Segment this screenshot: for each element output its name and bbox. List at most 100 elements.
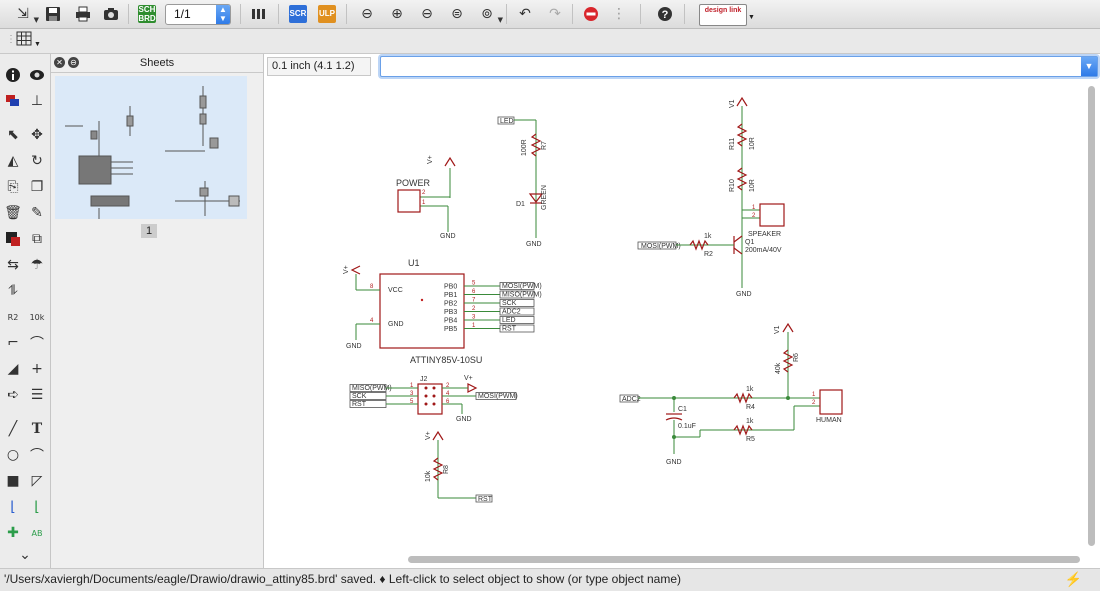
undo-icon[interactable]: ↶ [519,6,531,22]
open-icon[interactable]: ⇲▼ [17,6,39,24]
redo-icon[interactable]: ↷ [549,6,561,22]
led-net-label: LED [500,118,514,125]
human-touch-circuit[interactable]: V1 40k R6 ADC2 1k R4 C1 0.1uF 1k R [619,322,843,466]
u1-vplus: V+ [343,265,350,274]
junction-icon[interactable]: ✚ [7,525,19,541]
r6-value: 40k [775,362,782,374]
zoom-fit-icon[interactable]: ⊖ [361,6,373,22]
swap-icon[interactable]: ⇆ [7,257,19,273]
go-icon[interactable]: ⋮ [612,6,626,22]
arc-icon[interactable]: ⌒ [30,448,44,464]
led-circuit[interactable]: LED 100R R7 D1 GREEN GND [497,116,548,248]
sheet-select[interactable]: 1/1 ▲▼ [165,4,231,25]
dimension-icon[interactable]: ⌊ [10,499,16,515]
command-input[interactable] [381,57,1077,76]
wrench-icon[interactable]: ✎ [31,205,43,221]
info-icon[interactable] [2,64,24,86]
zoom-redraw-icon[interactable]: ⊜ [451,6,463,22]
sheet-number[interactable]: 1 [141,224,157,238]
power-vplus-label: V+ [427,155,434,164]
add-part-icon[interactable] [2,228,24,250]
net-icon[interactable]: + [31,361,43,377]
rect-icon[interactable]: ■ [6,473,20,489]
attribute-icon[interactable]: AB [31,528,43,538]
d1-name: D1 [516,201,525,208]
command-history-dropdown-icon[interactable]: ▼ [1081,57,1097,76]
polygon-draw-icon[interactable]: ◸ [31,473,43,489]
zoom-in-icon[interactable]: ⊕ [391,6,403,22]
status-bar: '/Users/xaviergh/Documents/eagle/Drawio/… [0,568,1100,591]
u1-pin-name: PB4 [444,318,457,325]
replace-icon[interactable]: ⧉ [32,231,42,247]
cam-icon[interactable] [100,3,122,25]
display-layers-icon[interactable] [248,3,270,25]
reset-pullup[interactable]: V+ 10k R8 RST [425,430,493,503]
more-tools-icon[interactable]: ⌄ [19,547,31,563]
svg-text:?: ? [662,9,669,21]
horizontal-scrollbar[interactable] [264,556,1100,564]
show-eye-icon[interactable] [26,64,48,86]
print-icon[interactable] [72,3,94,25]
save-icon[interactable] [42,3,64,25]
attiny85-ic[interactable]: U1 ATTINY85V-10SU V+ GND 8 VCC 4 GND PB0… [343,258,542,365]
spk-gnd-label: GND [736,291,752,298]
u1-pin-gnd-num: 4 [370,318,374,324]
grid-dropdown-icon[interactable]: ▼ [34,41,41,48]
grid-icon[interactable] [16,31,34,50]
text-icon[interactable]: T [31,421,43,437]
rotate-icon[interactable]: ↻ [31,153,43,169]
speaker-circuit[interactable]: V1 R11 10R R10 10R 1 2 SPEAKER Q1 200mA/… [637,96,785,298]
schematic-canvas[interactable]: .w{stroke:#3a8a3a;stroke-width:1;fill:no… [264,78,1084,554]
layer-display-icon[interactable] [2,90,24,112]
main-toolbar: ⇲▼ SCH BRD 1/1 ▲▼ SCR ULP ⊖ ⊕ ⊖ ⊜ ⊚▼ ↶ ↷… [0,0,1100,29]
design-link-icon[interactable]: design link [699,4,747,26]
design-link-dropdown-icon[interactable]: ▼ [748,14,755,21]
close-panel-icon[interactable]: ✕ [54,57,65,68]
zoom-area-icon[interactable]: ⊚▼ [481,6,503,24]
isp-net-label: MISO(PWM) [352,385,392,392]
help-icon[interactable]: ? [654,3,676,25]
name-icon[interactable]: R2 [7,312,19,322]
copy-icon[interactable]: ⎘ [7,179,19,195]
command-line: ▼ [380,56,1098,77]
split-icon[interactable]: ⥮ [7,283,19,299]
circle-icon[interactable]: ○ [6,447,20,463]
sheet-stepper-icon[interactable]: ▲▼ [216,5,230,24]
smash-icon[interactable]: ☂ [30,257,44,273]
isp-net-label: RST [352,401,367,408]
ulp-icon[interactable]: ULP [318,5,336,23]
sch-brd-switch-icon[interactable]: SCH BRD [138,5,156,23]
mirror-icon[interactable]: ◭ [7,153,19,169]
status-lightning-icon: ⚡ [1064,571,1082,587]
vertical-scrollbar[interactable] [1088,82,1095,554]
undock-panel-icon[interactable]: ⊖ [68,57,79,68]
toolbar-separator [684,4,685,24]
line-icon[interactable]: ╱ [8,421,18,437]
script-icon[interactable]: SCR [289,5,307,23]
bus-icon[interactable]: ➪ [7,387,19,403]
isp-pin-number: 1 [410,383,414,389]
label-icon[interactable]: ☰ [30,387,44,403]
sheet-thumbnail[interactable] [55,76,247,219]
toolbar-separator [240,4,241,24]
polygon-icon[interactable]: ◢ [7,361,19,377]
value-icon[interactable]: 10k [29,312,45,322]
zoom-out-icon[interactable]: ⊖ [421,6,433,22]
r11-name: R11 [729,138,736,150]
u1-net-label: LED [502,317,516,324]
sheets-header: ✕ ⊖ Sheets [51,54,263,73]
net-draw-icon[interactable]: ⌊ [34,499,40,515]
mark-icon[interactable]: ⊥ [30,93,44,109]
delete-icon[interactable]: 🗑 [4,205,22,221]
r10-value: 10R [749,179,756,192]
paste-icon[interactable]: ❐ [30,179,44,195]
move-select-icon[interactable]: ⬉ [7,127,19,143]
stop-icon[interactable] [580,3,602,25]
move-icon[interactable]: ✥ [31,127,43,143]
coordinate-display: 0.1 inch (4.1 1.2) [267,57,371,76]
power-connector[interactable]: V+ POWER 2 1 GND [396,155,456,240]
r7-value: 100R [521,139,528,156]
wire-icon[interactable]: ⌐ [7,335,19,351]
miter-icon[interactable]: ⌒ [30,336,44,352]
